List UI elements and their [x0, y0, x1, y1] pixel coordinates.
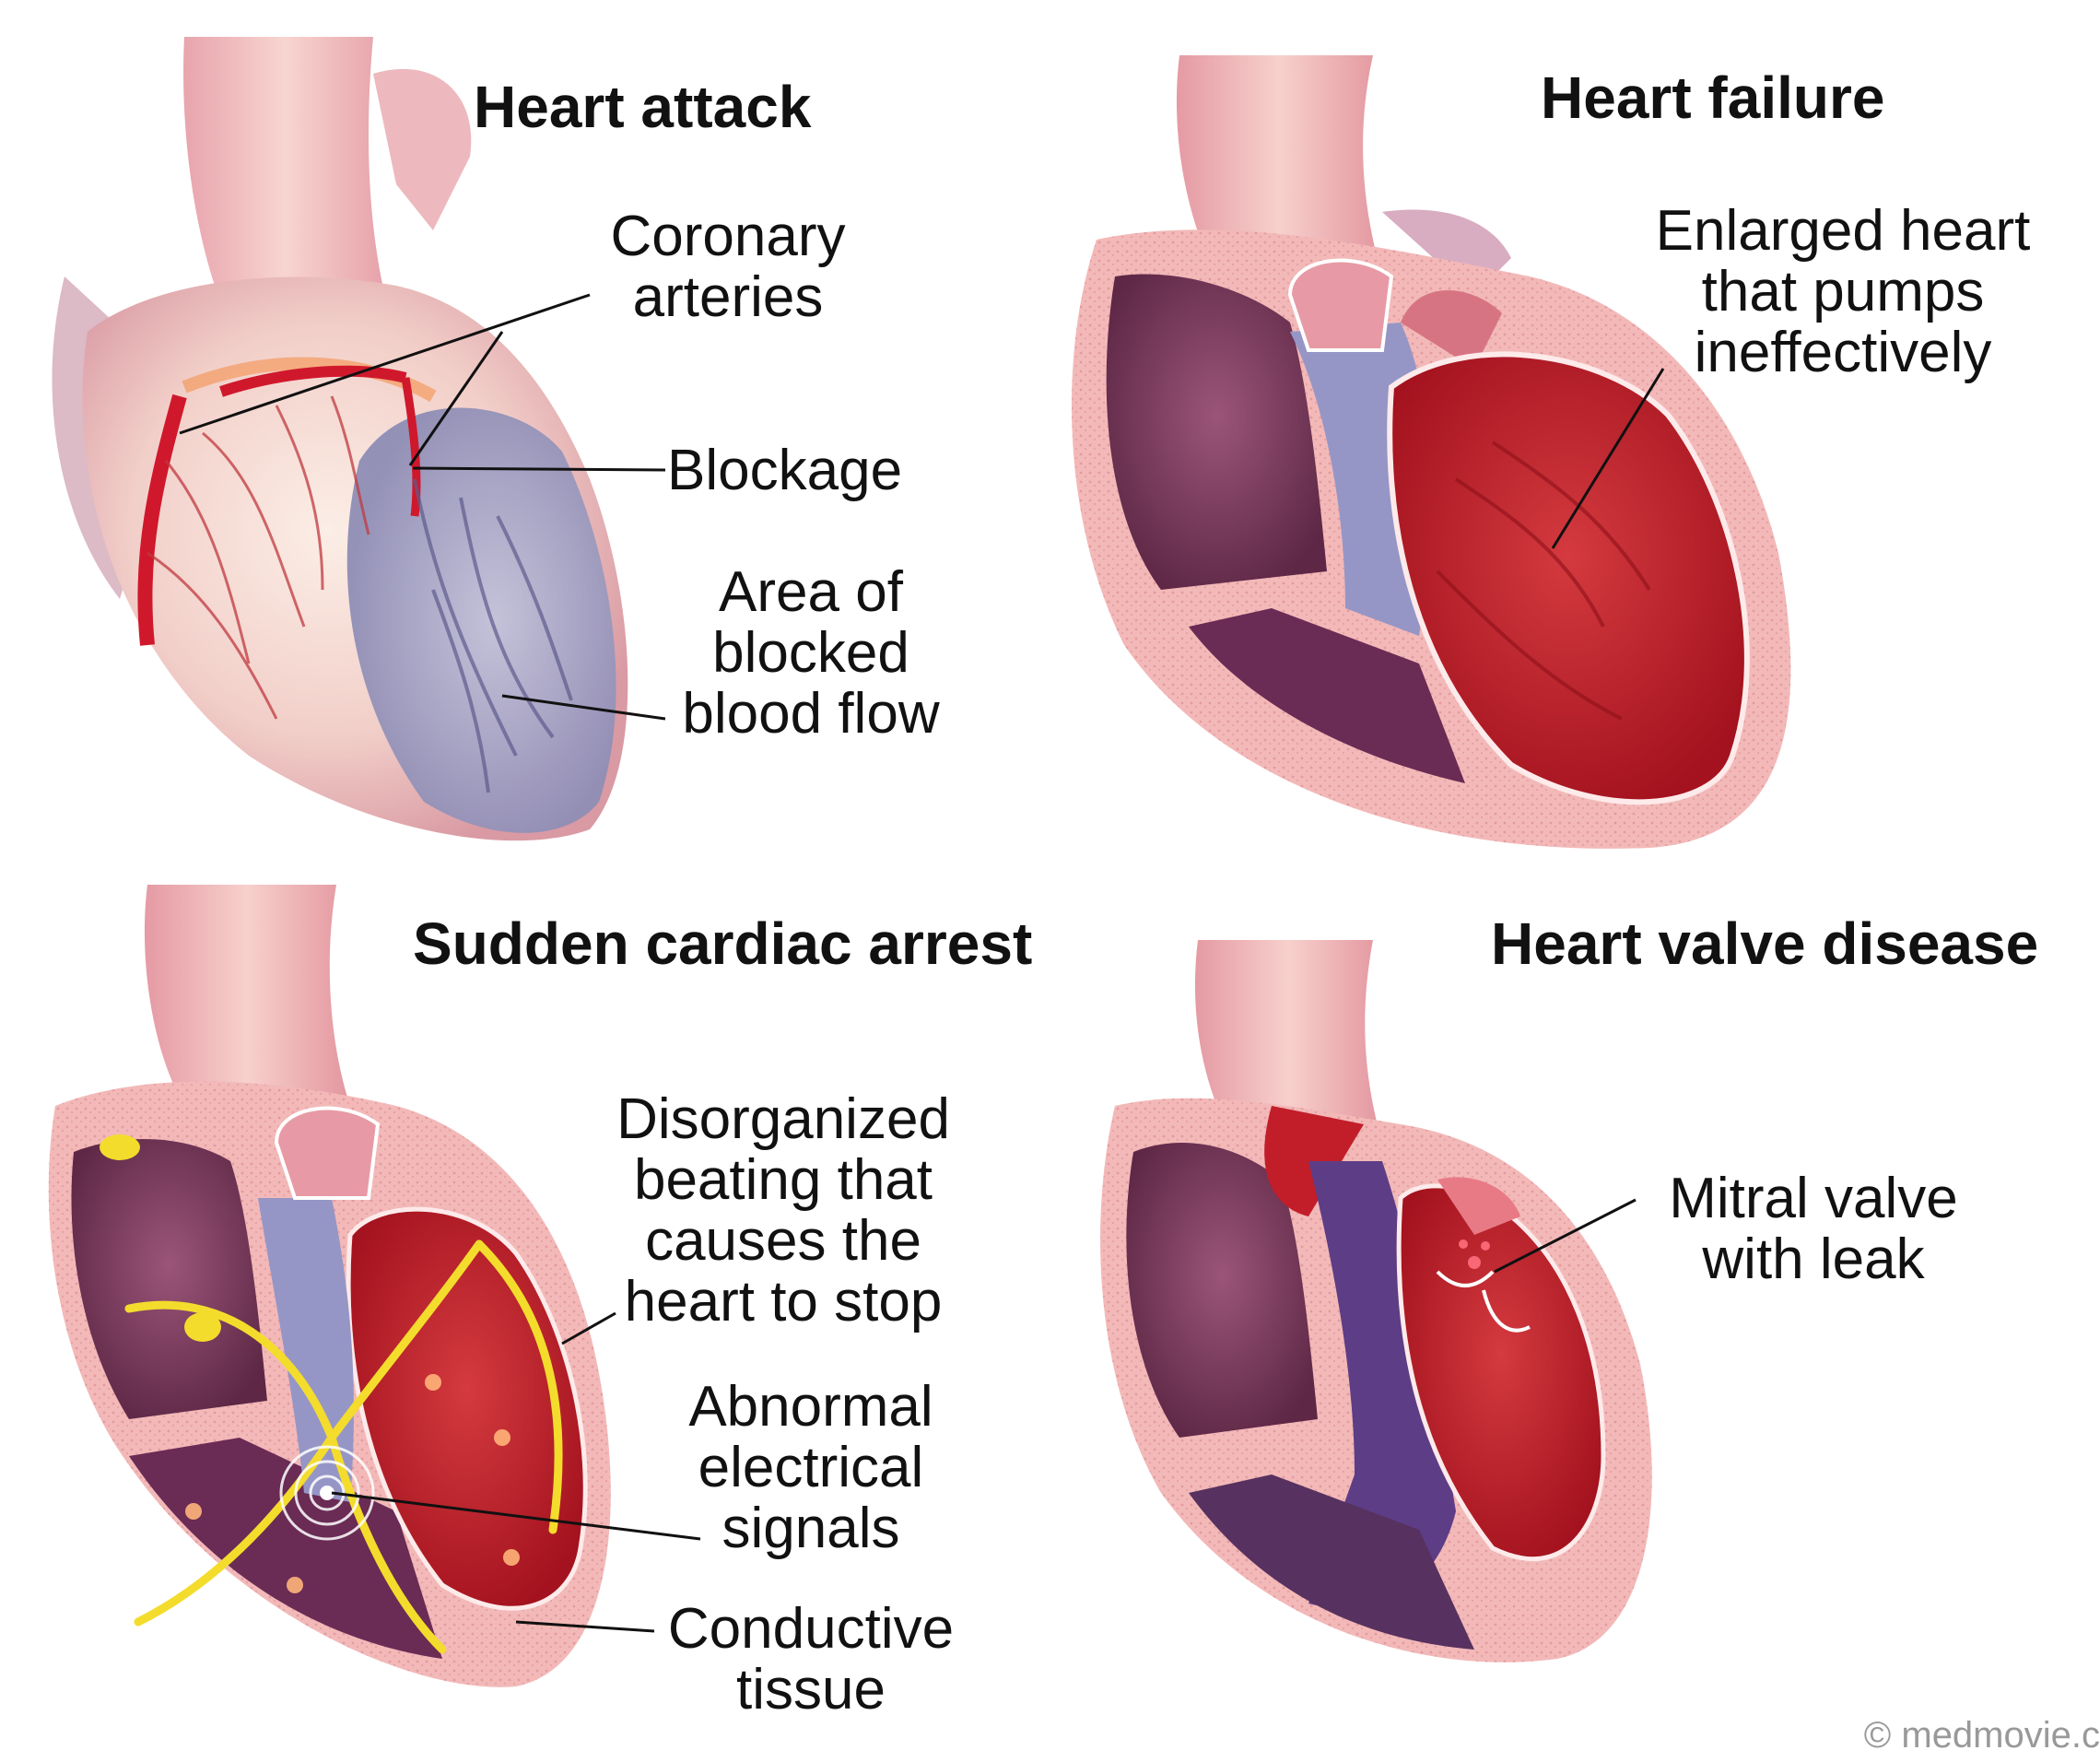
title-heart-valve-disease: Heart valve disease [1491, 914, 2038, 973]
label-disorganized-beating: Disorganized beating that causes the hea… [590, 1089, 977, 1333]
label-coronary-arteries: Coronary arteries [590, 206, 866, 328]
label-abnormal-electrical-signals: Abnormal electrical signals [673, 1377, 949, 1559]
label-blockage: Blockage [667, 440, 902, 501]
label-mitral-valve-leak: Mitral valve with leak [1638, 1169, 1989, 1290]
copyright-credit: © medmovie.c [1864, 1715, 2100, 1756]
label-enlarged-heart: Enlarged heart that pumps ineffectively [1622, 201, 2064, 383]
title-heart-attack: Heart attack [474, 77, 811, 136]
valve-disease-illustration [1100, 940, 1652, 1662]
label-blocked-blood-flow: Area of blocked blood flow [663, 562, 958, 745]
title-sudden-cardiac-arrest: Sudden cardiac arrest [413, 914, 1032, 973]
title-heart-failure: Heart failure [1541, 68, 1884, 127]
heart-attack-illustration [53, 37, 666, 840]
heart-failure-illustration [1072, 55, 1790, 849]
label-conductive-tissue: Conductive tissue [654, 1599, 968, 1721]
